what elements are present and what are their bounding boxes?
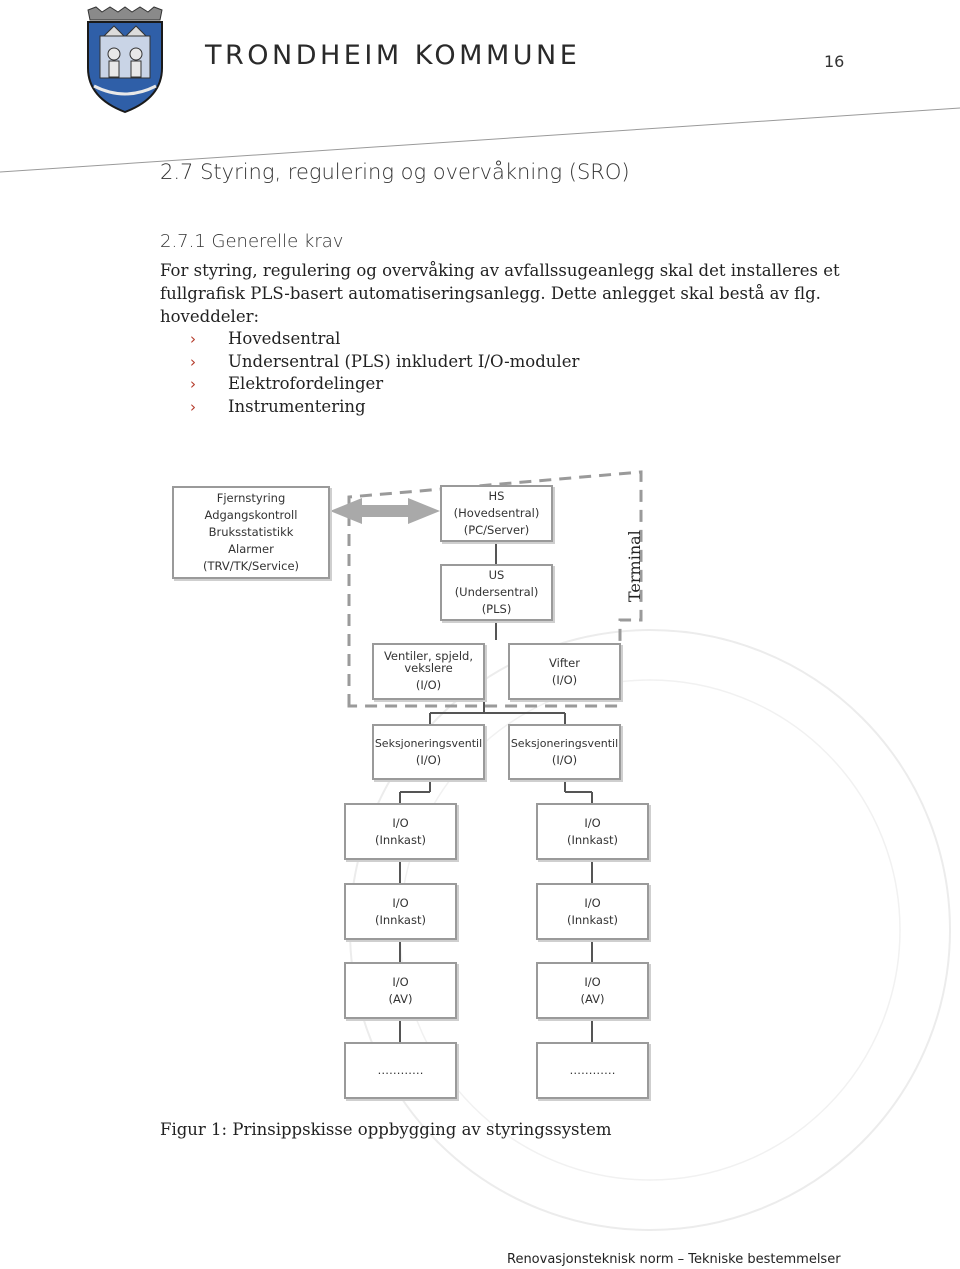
remote-access-box: Fjernstyring Adgangskontroll Bruksstatis… [172,486,330,579]
chevron-right-icon: › [190,330,196,348]
page-number: 16 [824,52,845,71]
trondheim-crest-logo [80,6,170,114]
figure-caption: Figur 1: Prinsippskisse oppbygging av st… [160,1120,612,1139]
io-av-box: I/O (AV) [344,962,457,1019]
hovedsentral-box: HS (Hovedsentral) (PC/Server) [440,485,553,542]
more-units-box: ………… [536,1042,649,1099]
bullet-list: ›Hovedsentral ›Undersentral (PLS) inklud… [190,328,579,418]
io-av-box: I/O (AV) [536,962,649,1019]
io-innkast-box: I/O (Innkast) [536,883,649,940]
header-divider [0,107,960,173]
more-units-box: ………… [344,1042,457,1099]
io-innkast-box: I/O (Innkast) [344,883,457,940]
subsection-heading: 2.7.1 Generelle krav [160,231,344,252]
section-heading: 2.7 Styring, regulering og overvåkning (… [160,160,630,184]
body-paragraph: For styring, regulering og overvåking av… [160,261,840,326]
list-item: ›Hovedsentral [190,328,579,351]
ventiler-box: Ventiler, spjeld, vekslere (I/O) [372,643,485,700]
seksjoneringsventil-left-box: Seksjoneringsventil (I/O) [372,724,485,780]
page-footer: Renovasjonsteknisk norm – Tekniske beste… [507,1252,841,1267]
list-item: ›Undersentral (PLS) inkludert I/O-module… [190,351,579,374]
chevron-right-icon: › [190,352,196,371]
io-innkast-box: I/O (Innkast) [536,803,649,860]
list-item: ›Elektrofordelinger [190,373,579,396]
brand-name: TRONDHEIM KOMMUNE [205,40,581,71]
chevron-right-icon: › [190,375,196,393]
undersentral-box: US (Undersentral) (PLS) [440,564,553,621]
list-item: ›Instrumentering [190,396,579,419]
io-innkast-box: I/O (Innkast) [344,803,457,860]
vifter-box: Vifter (I/O) [508,643,621,700]
svg-text:Terminal: Terminal [625,530,644,602]
seksjoneringsventil-right-box: Seksjoneringsventil (I/O) [508,724,621,780]
chevron-right-icon: › [190,397,196,416]
terminal-label: Terminal [625,530,644,602]
